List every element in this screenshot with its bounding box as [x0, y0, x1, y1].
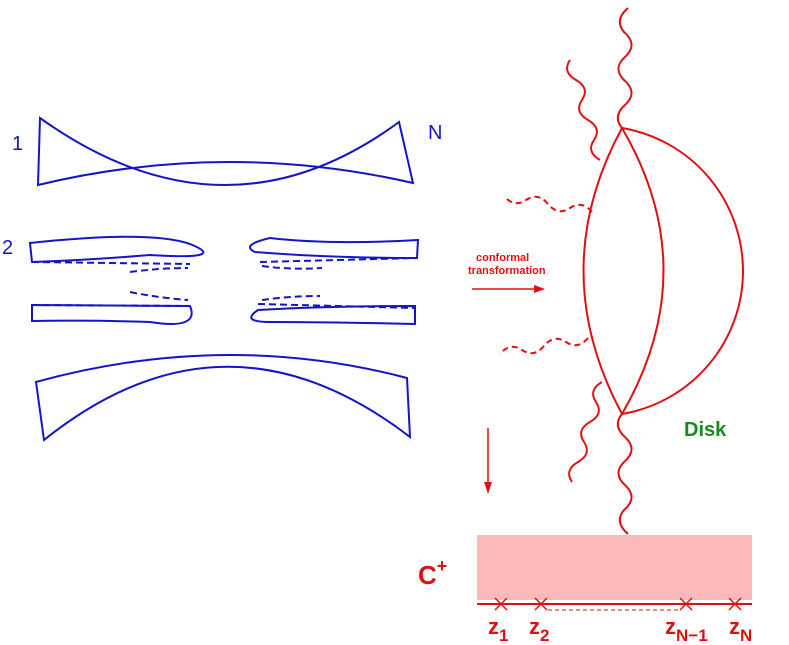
string-label-n: N [428, 122, 442, 144]
point-marker-n-1 [679, 597, 693, 611]
wiggle-dashed-upper [503, 195, 593, 213]
lower-right-dash-2 [261, 295, 321, 301]
disk-inner-arc [621, 127, 665, 415]
conformal-arrow: conformal transformation [468, 252, 546, 293]
disk-figure: Disk [499, 7, 744, 535]
point-marker-n [728, 597, 742, 611]
lower-left-arm [31, 303, 193, 325]
wiggle-dashed-lower [499, 337, 589, 355]
lower-right-arm [250, 304, 416, 326]
point-marker-1 [494, 597, 508, 611]
upper-left-arm [28, 235, 205, 264]
half-plane-region [477, 535, 752, 600]
upper-right-dash [259, 257, 418, 263]
string-label-1: 1 [12, 133, 23, 155]
string-label-2: 2 [2, 237, 13, 259]
point-label-2: z2 [529, 614, 549, 645]
lower-left-dash-2 [129, 291, 189, 301]
upper-right-dash-2 [261, 265, 323, 270]
disk-left-arc [582, 127, 623, 415]
wiggle-bottom [616, 413, 633, 535]
worldsheet-figure: 1 2 N [2, 116, 442, 442]
wiggle-bottom-left [568, 381, 603, 483]
arrow-label-line1: conformal [476, 252, 529, 264]
half-plane-label: C+ [418, 556, 447, 590]
point-marker-2 [534, 597, 548, 611]
point-label-n-1: zN−1 [665, 614, 708, 645]
point-label-n: zN [729, 614, 752, 645]
wiggle-top [616, 7, 633, 129]
top-strip [36, 116, 415, 187]
lower-left-dash [31, 304, 191, 307]
upper-left-dash [31, 261, 191, 265]
arrow-head [534, 285, 545, 293]
disk-label: Disk [684, 419, 727, 441]
wiggle-top-left [566, 59, 601, 161]
down-arrow [484, 428, 492, 494]
disk-outer-arc [621, 127, 744, 415]
upper-right-arm [249, 236, 420, 260]
bottom-strip [34, 354, 412, 442]
upper-left-dash-2 [129, 267, 189, 273]
down-arrow-head [484, 482, 492, 494]
arrow-label-line2: transformation [468, 265, 546, 277]
point-label-1: z1 [488, 614, 508, 645]
upper-half-plane: C+ z1 z2 zN−1 zN [418, 535, 752, 645]
lower-right-dash [257, 303, 416, 309]
